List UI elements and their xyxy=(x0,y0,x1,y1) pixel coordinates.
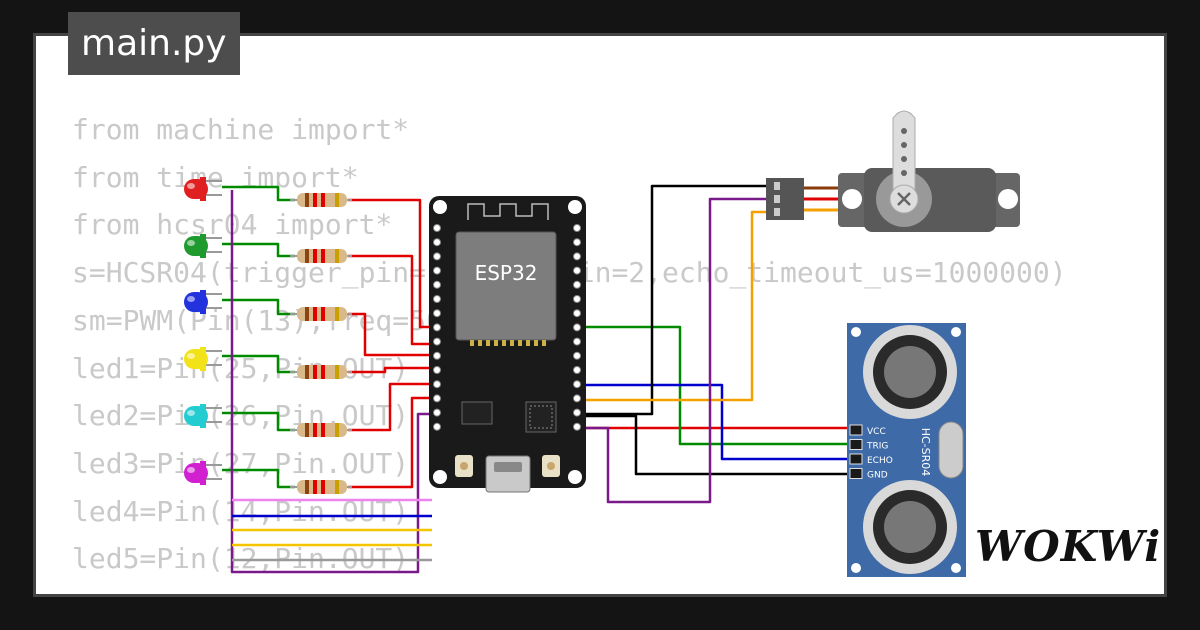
sensor-label: HC-SR04 xyxy=(919,428,932,477)
wire-led4-resistor xyxy=(222,354,295,374)
resistor-6 xyxy=(290,480,352,494)
code-line: from hcsr04 import* xyxy=(72,208,393,242)
wire-echo xyxy=(577,383,858,461)
servo-motor[interactable] xyxy=(766,110,1020,232)
wire-r2-esp32 xyxy=(348,254,437,346)
code-line: led3=Pin(27,Pin.OUT) xyxy=(72,446,410,480)
wire-r6-esp32 xyxy=(348,396,437,489)
code-line: led6=Pin(13,Pin.OUT) xyxy=(72,583,1164,594)
wire-r4-esp32 xyxy=(348,366,437,374)
wire-sensor-gnd xyxy=(577,414,858,476)
resistor-3 xyxy=(290,307,352,321)
wire-led-ground-bus xyxy=(230,190,437,574)
wire-servo-gnd xyxy=(577,184,772,416)
wire-servo-vcc xyxy=(577,197,772,504)
resistor-4 xyxy=(290,365,352,379)
wire-led1-resistor xyxy=(222,185,295,202)
sensor-pin-label: VCC xyxy=(867,427,886,437)
resistor-2 xyxy=(290,249,352,263)
led-4[interactable] xyxy=(184,347,222,371)
code-background: from machine import*from time import*fro… xyxy=(72,106,1164,594)
led-1[interactable] xyxy=(184,177,222,201)
led-3[interactable] xyxy=(184,290,222,314)
code-line: led2=Pin(26,Pin.OUT) xyxy=(72,399,410,433)
filename-tab[interactable]: main.py xyxy=(68,12,240,75)
led-6[interactable] xyxy=(184,461,222,485)
wokwi-logo: WOKWi xyxy=(975,522,1162,571)
wire-led6-resistor xyxy=(222,468,295,489)
led-2[interactable] xyxy=(184,234,222,258)
code-line: sm=PWM(Pin(13),freq=50) xyxy=(72,303,460,337)
resistor-1 xyxy=(290,193,352,207)
wire-led5-resistor xyxy=(222,411,295,432)
led-row xyxy=(184,177,352,494)
led-5[interactable] xyxy=(184,404,222,428)
resistor-5 xyxy=(290,423,352,437)
wires xyxy=(222,184,858,574)
wire-led3-resistor xyxy=(222,298,295,316)
wire-servo-signal xyxy=(577,210,772,402)
code-line: from machine import* xyxy=(72,113,410,146)
sensor-pin-label: TRIG xyxy=(866,442,888,452)
esp32-board[interactable]: ESP32 xyxy=(429,196,586,493)
preview-card: from machine import*from time import*fro… xyxy=(33,33,1167,597)
wire-led2-resistor xyxy=(222,242,295,258)
wire-r3-esp32 xyxy=(348,312,437,357)
wire-r5-esp32 xyxy=(348,382,437,432)
esp32-label: ESP32 xyxy=(475,261,538,285)
sensor-pin-label: GND xyxy=(867,471,888,481)
sensor-pin-label: ECHO xyxy=(867,456,893,466)
wire-r1-esp32 xyxy=(348,198,437,329)
hc-sr04-sensor[interactable]: HC-SR04 VCC TRIG ECHO GND xyxy=(847,323,966,577)
